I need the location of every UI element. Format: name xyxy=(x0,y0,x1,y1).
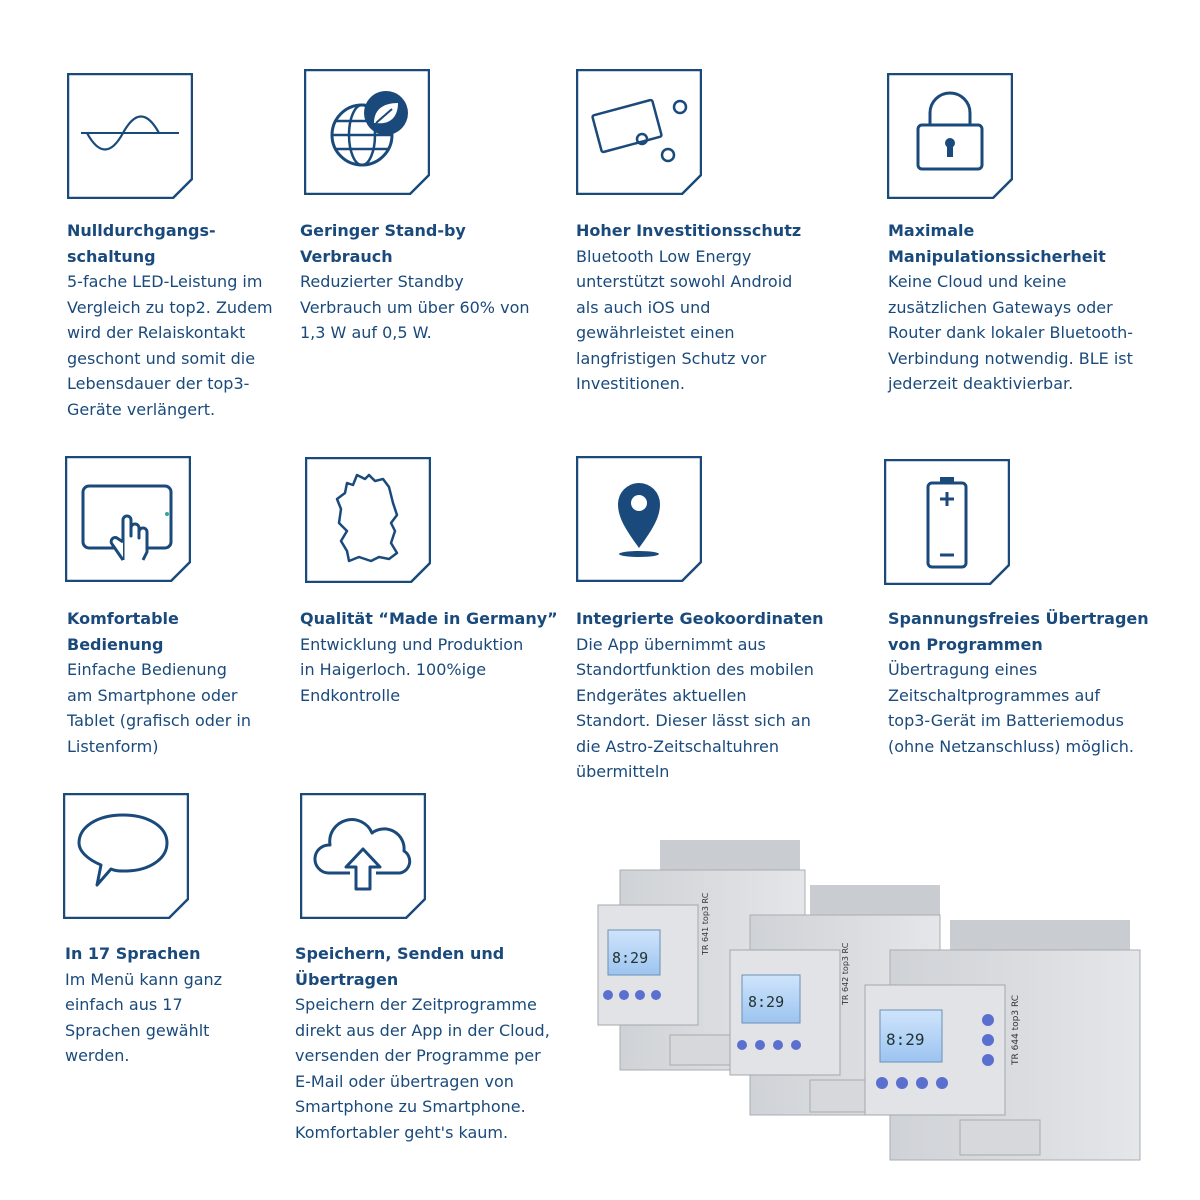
feature-text-bedienung: Komfortable Bedienung Einfache Bedienung… xyxy=(67,606,287,759)
feature-title: Hoher Investitionsschutz xyxy=(576,221,802,240)
feature-desc: Keine Cloud und keine zusätzlichen Gatew… xyxy=(888,272,1133,393)
padlock-icon xyxy=(887,73,1013,199)
device-display: 8:29 xyxy=(612,949,648,967)
product-image: 8:29 TR 641 top3 RC 8:29 TR 642 top3 RC … xyxy=(580,835,1150,1175)
feature-text-germany: Qualität “Made in Germany” Entwicklung u… xyxy=(300,606,560,708)
feature-title: Spannungsfreies Übertragen von Programme… xyxy=(888,609,1149,654)
globe-leaf-icon xyxy=(304,69,430,195)
feature-text-sprachen: In 17 Sprachen Im Menü kann ganz einfach… xyxy=(65,941,285,1069)
feature-title: Komfortable Bedienung xyxy=(67,609,179,654)
device-model: TR 641 top3 RC xyxy=(701,892,710,956)
feature-title: Geringer Stand-by Verbrauch xyxy=(300,221,466,266)
feature-text-standby: Geringer Stand-by Verbrauch Reduzierter … xyxy=(300,218,550,346)
germany-map-icon xyxy=(305,457,431,583)
feature-title: Integrierte Geokoordinaten xyxy=(576,609,824,628)
feature-title: Qualität “Made in Germany” xyxy=(300,609,558,628)
feature-text-investition: Hoher Investitionsschutz Bluetooth Low E… xyxy=(576,218,836,397)
device-display: 8:29 xyxy=(748,993,784,1011)
feature-desc: 5-fache LED-Leistung im Vergleich zu top… xyxy=(67,272,273,419)
feature-text-geo: Integrierte Geokoordinaten Die App übern… xyxy=(576,606,846,785)
device-model: TR 642 top3 RC xyxy=(841,942,850,1006)
feature-title: Speichern, Senden und Übertragen xyxy=(295,944,505,989)
sine-wave-icon xyxy=(67,73,193,199)
feature-title: Maximale Manipulationssicherheit xyxy=(888,221,1106,266)
speech-bubble-icon xyxy=(63,793,189,919)
feature-desc: Übertragung eines Zeitschaltprogrammes a… xyxy=(888,660,1134,756)
location-pin-icon xyxy=(576,456,702,582)
device-display: 8:29 xyxy=(886,1030,925,1049)
feature-desc: Die App übernimmt aus Standortfunktion d… xyxy=(576,634,814,782)
feature-desc: Bluetooth Low Energy unterstützt sowohl … xyxy=(576,246,793,394)
battery-icon xyxy=(884,459,1010,585)
feature-desc: Speichern der Zeitprogramme direkt aus d… xyxy=(295,995,550,1142)
feature-text-spannungsfrei: Spannungsfreies Übertragen von Programme… xyxy=(888,606,1188,759)
feature-text-manipulation: Maximale Manipulationssicherheit Keine C… xyxy=(888,218,1178,397)
feature-desc: Entwicklung und Produktion in Haigerloch… xyxy=(300,634,524,705)
feature-text-nulldurchgang: Nulldurchgangs- schaltung 5-fache LED-Le… xyxy=(67,218,287,422)
bluetooth-card-icon xyxy=(576,69,702,195)
feature-desc: Im Menü kann ganz einfach aus 17 Sprache… xyxy=(65,969,223,1066)
cloud-upload-icon xyxy=(300,793,426,919)
feature-title: Nulldurchgangs- schaltung xyxy=(67,221,216,266)
feature-text-speichern: Speichern, Senden und Übertragen Speiche… xyxy=(295,941,565,1145)
tablet-touch-icon xyxy=(65,456,191,582)
device-model: TR 644 top3 RC xyxy=(1011,995,1021,1066)
device-3: 8:29 TR 644 top3 RC xyxy=(864,920,1141,1161)
feature-desc: Einfache Bedienung am Smartphone oder Ta… xyxy=(67,660,251,756)
feature-desc: Reduzierter Standby Verbrauch um über 60… xyxy=(300,272,530,342)
feature-title: In 17 Sprachen xyxy=(65,944,201,963)
